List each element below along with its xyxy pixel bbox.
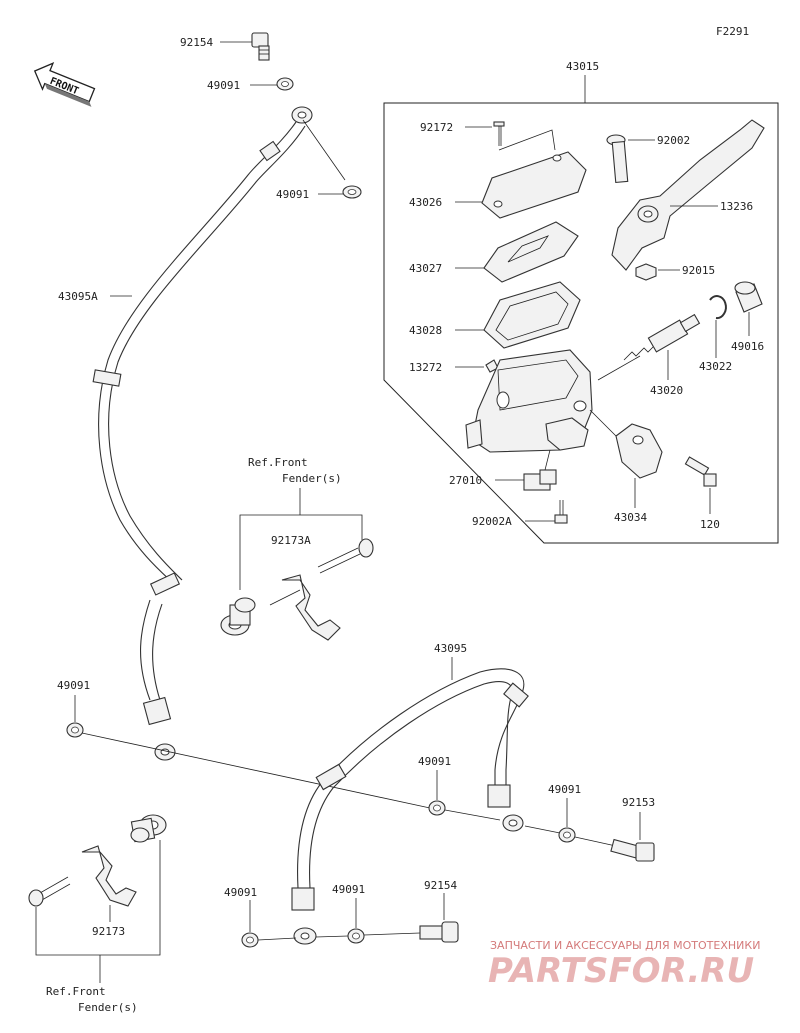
ref-front-bottom-line2: Fender(s) — [78, 1001, 138, 1014]
label-43015: 43015 — [566, 60, 599, 73]
bolt-120 — [684, 456, 717, 487]
label-49016: 49016 — [731, 340, 764, 353]
watermark-tagline: ЗАПЧАСТИ И АКСЕССУАРЫ ДЛЯ МОТОТЕХНИКИ — [490, 939, 760, 952]
brake-hose-43095A — [92, 121, 306, 761]
label-92173A: 92173A — [271, 534, 311, 547]
label-27010: 27010 — [449, 474, 482, 487]
diaphragm-43028 — [483, 281, 581, 349]
label-13272: 13272 — [409, 361, 442, 374]
label-43095: 43095 — [434, 642, 467, 655]
label-92002A: 92002A — [472, 515, 512, 528]
clamp-92173-assembly — [28, 814, 167, 907]
label-49091-b: 49091 — [276, 188, 309, 201]
ref-front-top-line1: Ref.Front — [248, 456, 308, 469]
brake-hose-43095 — [291, 668, 529, 945]
label-49091-e: 49091 — [548, 783, 581, 796]
pivot-bolt-92002 — [606, 134, 629, 184]
ref-front-bottom-line1: Ref.Front — [46, 985, 106, 998]
master-cylinder-body — [465, 349, 593, 453]
banjo-bolt-92154-bottom — [419, 921, 459, 943]
label-43020: 43020 — [650, 384, 683, 397]
dust-boot-49016 — [734, 281, 763, 313]
label-49091-d: 49091 — [418, 755, 451, 768]
circlip-43022 — [709, 295, 727, 320]
banjo-bolt-92154-top — [251, 32, 270, 61]
label-43027: 43027 — [409, 262, 442, 275]
brake-switch-27010 — [523, 469, 557, 491]
label-49091-f: 49091 — [224, 886, 257, 899]
screw-92002A — [554, 500, 568, 524]
label-13236: 13236 — [720, 200, 753, 213]
label-92154-top: 92154 — [180, 36, 213, 49]
label-92015: 92015 — [682, 264, 715, 277]
label-49091-g: 49091 — [332, 883, 365, 896]
label-43028: 43028 — [409, 324, 442, 337]
assembly-43015-frame — [383, 102, 779, 544]
label-43022: 43022 — [699, 360, 732, 373]
label-92153: 92153 — [622, 796, 655, 809]
screw-92172 — [493, 121, 505, 146]
label-92002: 92002 — [657, 134, 690, 147]
banjo-bolt-92153 — [610, 838, 655, 862]
label-43026: 43026 — [409, 196, 442, 209]
label-92173: 92173 — [92, 925, 125, 938]
label-49091-a: 49091 — [207, 79, 240, 92]
label-92154-bottom: 92154 — [424, 879, 457, 892]
label-43034: 43034 — [614, 511, 647, 524]
piston-assembly-43020 — [623, 313, 701, 361]
clamp-92173A-assembly — [220, 538, 374, 641]
label-120: 120 — [700, 518, 720, 531]
label-92172: 92172 — [420, 121, 453, 134]
ref-front-top-line2: Fender(s) — [282, 472, 342, 485]
brake-lever-13236 — [611, 119, 765, 271]
reservoir-cap-43026 — [481, 151, 587, 219]
holder-43034 — [615, 423, 663, 479]
front-arrow-icon: FRONT — [33, 62, 96, 107]
diagram-code: F2291 — [716, 25, 749, 38]
watermark-brand: PARTSFOR.RU — [488, 951, 754, 991]
label-43095A: 43095A — [58, 290, 98, 303]
label-49091-c: 49091 — [57, 679, 90, 692]
nut-92015 — [635, 263, 657, 281]
